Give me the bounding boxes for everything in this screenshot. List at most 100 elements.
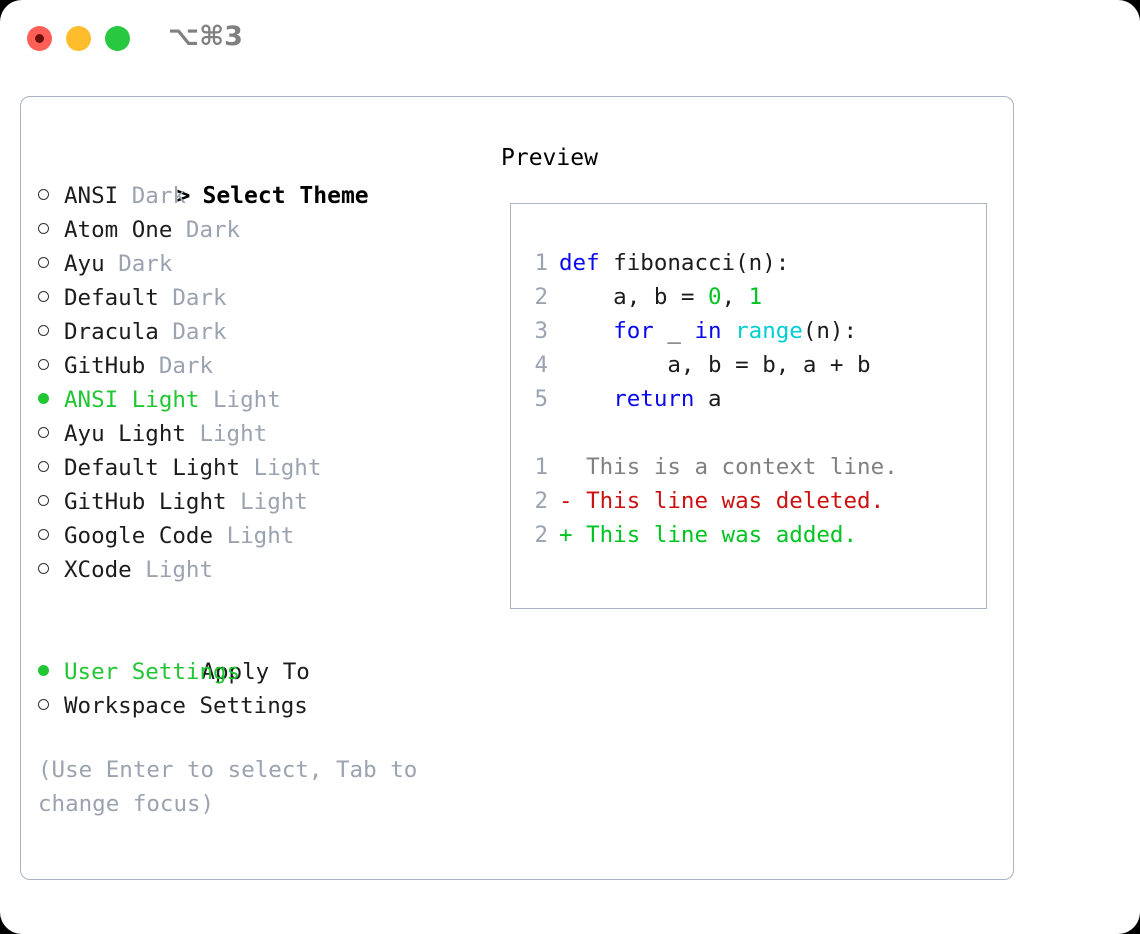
apply-to-label: Apply To: [38, 621, 488, 685]
radio-marker: [38, 315, 64, 349]
diff-text: This is a context line.: [586, 454, 898, 480]
code-line: 1 def fibonacci(n):: [522, 246, 982, 280]
line-number: 1: [534, 250, 548, 276]
preview-title: Preview: [501, 145, 598, 171]
theme-list-item[interactable]: Dracula Dark: [38, 315, 488, 349]
theme-list-item[interactable]: ANSI Dark: [38, 179, 488, 213]
theme-list-item[interactable]: GitHub Dark: [38, 349, 488, 383]
theme-variant-tag: Light: [213, 387, 281, 413]
line-number: 5: [534, 386, 548, 412]
code-token: 0: [708, 284, 722, 310]
window-title: ⌥⌘3: [168, 21, 243, 52]
line-number: 4: [534, 352, 548, 378]
traffic-light-group: [27, 26, 130, 51]
diff-sample: 1 This is a context line.2- This line wa…: [522, 450, 982, 552]
apply-to-option[interactable]: User Settings: [38, 655, 488, 689]
radio-unselected-icon: [38, 427, 49, 438]
theme-name: Default: [64, 285, 159, 311]
radio-unselected-icon: [38, 223, 49, 234]
code-token: a: [694, 386, 722, 412]
code-token: 1: [748, 284, 763, 310]
theme-variant-tag: Light: [145, 557, 214, 583]
radio-marker: [38, 689, 64, 723]
radio-unselected-icon: [38, 461, 49, 472]
radio-marker: [38, 179, 64, 213]
theme-name: Atom One: [64, 217, 173, 243]
diff-line: 1 This is a context line.: [522, 450, 982, 484]
theme-name: Default Light: [64, 455, 241, 481]
radio-unselected-icon: [38, 189, 49, 200]
theme-variant-tag: Dark: [185, 217, 241, 243]
minimize-window-button[interactable]: [66, 26, 91, 51]
theme-variant-tag: Dark: [158, 353, 214, 379]
radio-marker: [38, 553, 64, 587]
radio-marker: [38, 485, 64, 519]
theme-list-item[interactable]: ANSI Light Light: [38, 383, 488, 417]
radio-unselected-icon: [38, 257, 49, 268]
radio-unselected-icon: [38, 291, 49, 302]
theme-variant-tag: Light: [199, 421, 268, 447]
apply-to-option[interactable]: Workspace Settings: [38, 689, 488, 723]
code-token: ,: [721, 284, 749, 310]
radio-marker: [38, 349, 64, 383]
title-bar: ⌥⌘3: [0, 0, 1140, 78]
theme-name: GitHub: [64, 353, 146, 379]
theme-variant-tag: Dark: [131, 183, 186, 209]
code-line: 4 a, b = b, a + b: [522, 348, 982, 382]
line-number: 2: [534, 284, 548, 310]
code-token: fibonacci(n):: [613, 250, 790, 276]
theme-list-item[interactable]: Ayu Light Light: [38, 417, 488, 451]
theme-name: Ayu Light: [64, 421, 186, 447]
radio-unselected-icon: [38, 325, 49, 336]
theme-variant-tag: Light: [226, 523, 295, 549]
code-token: return: [613, 386, 695, 412]
theme-list-item[interactable]: Default Dark: [38, 281, 488, 315]
diff-text: This line was added.: [586, 522, 858, 548]
apply-to-option-label: Workspace Settings: [64, 693, 308, 719]
diff-line-number: 1: [534, 454, 548, 480]
diff-sign: [559, 454, 573, 480]
radio-marker: [38, 655, 64, 689]
theme-variant-tag: Light: [253, 455, 322, 481]
code-line: 3 for _ in range(n):: [522, 314, 982, 348]
theme-list-item[interactable]: GitHub Light Light: [38, 485, 488, 519]
theme-list-item[interactable]: Ayu Dark: [38, 247, 488, 281]
radio-unselected-icon: [38, 563, 49, 574]
keyboard-hint: (Use Enter to select, Tab to change focu…: [38, 757, 418, 817]
theme-list-item[interactable]: Default Light Light: [38, 451, 488, 485]
diff-line: 2+ This line was added.: [522, 518, 982, 552]
theme-name: XCode: [64, 557, 132, 583]
code-token: a, b = b, a + b: [559, 352, 871, 378]
cursor-caret-icon: >: [176, 183, 191, 209]
theme-name: GitHub Light: [64, 489, 227, 515]
code-token: def: [559, 250, 614, 276]
radio-unselected-icon: [38, 699, 49, 710]
theme-picker-title: Select Theme: [202, 183, 369, 209]
code-line: 2 a, b = 0, 1: [522, 280, 982, 314]
radio-unselected-icon: [38, 359, 49, 370]
maximize-window-button[interactable]: [105, 26, 130, 51]
code-line: 5 return a: [522, 382, 982, 416]
diff-sign: -: [559, 488, 573, 514]
radio-unselected-icon: [38, 529, 49, 540]
diff-text: This line was deleted.: [586, 488, 885, 514]
theme-list-item[interactable]: Google Code Light: [38, 519, 488, 553]
code-token: [559, 318, 613, 344]
code-token: _: [653, 318, 695, 344]
close-window-button[interactable]: [27, 26, 52, 51]
code-diff-spacer: [522, 416, 982, 450]
theme-list-item[interactable]: XCode Light: [38, 553, 488, 587]
theme-variant-tag: Dark: [172, 285, 227, 311]
line-number: 3: [534, 318, 548, 344]
diff-sign: +: [559, 522, 573, 548]
theme-variant-tag: Dark: [118, 251, 173, 277]
code-token: for: [613, 318, 654, 344]
radio-marker: [38, 383, 64, 417]
theme-list-item[interactable]: Atom One Dark: [38, 213, 488, 247]
theme-name: ANSI Light: [64, 387, 200, 413]
code-token: [722, 318, 736, 344]
